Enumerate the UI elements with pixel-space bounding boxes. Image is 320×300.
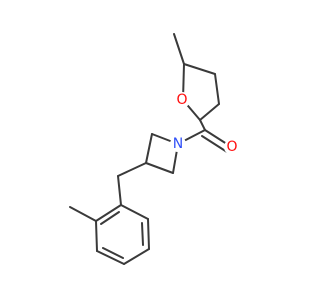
molecule-structure-diagram: O O N [69,33,240,265]
bond-c3-c2 [199,103,220,121]
bond-ca-c3 [145,133,153,164]
bond-ar4-ar5 [123,248,150,265]
bond-ar6-ar1 [120,204,149,220]
bond-c3-cb [145,162,174,174]
bond-c4-c3 [214,73,220,105]
atom-carbonyl-oxygen: O [224,139,240,155]
bond-aromatic-inner-2 [102,247,124,259]
bond-ar2-ar3 [95,220,98,252]
bond-ar3-ar4 [96,250,125,265]
bond-carbonyl-double-2 [201,135,228,153]
bond-methyl-c5 [173,33,185,65]
bond-c5-c4 [183,63,216,75]
bond-aromatic-inner-3 [141,222,144,246]
nitrogen-label: N [173,136,183,152]
atom-azetidine-nitrogen: N [170,136,186,152]
bond-c3-ch2 [117,162,147,177]
bond-ar2-methyl [69,206,97,222]
bond-ar5-ar6 [147,218,150,250]
ring-oxygen-label: O [176,92,187,108]
bond-ch2-aryl [117,175,122,206]
bond-ar1-ar2 [95,204,122,222]
bond-c2-carbonyl [199,119,206,131]
bond-aromatic-inner-1 [100,211,120,225]
atom-ring-oxygen: O [174,92,190,108]
carbonyl-oxygen-label: O [226,139,237,155]
